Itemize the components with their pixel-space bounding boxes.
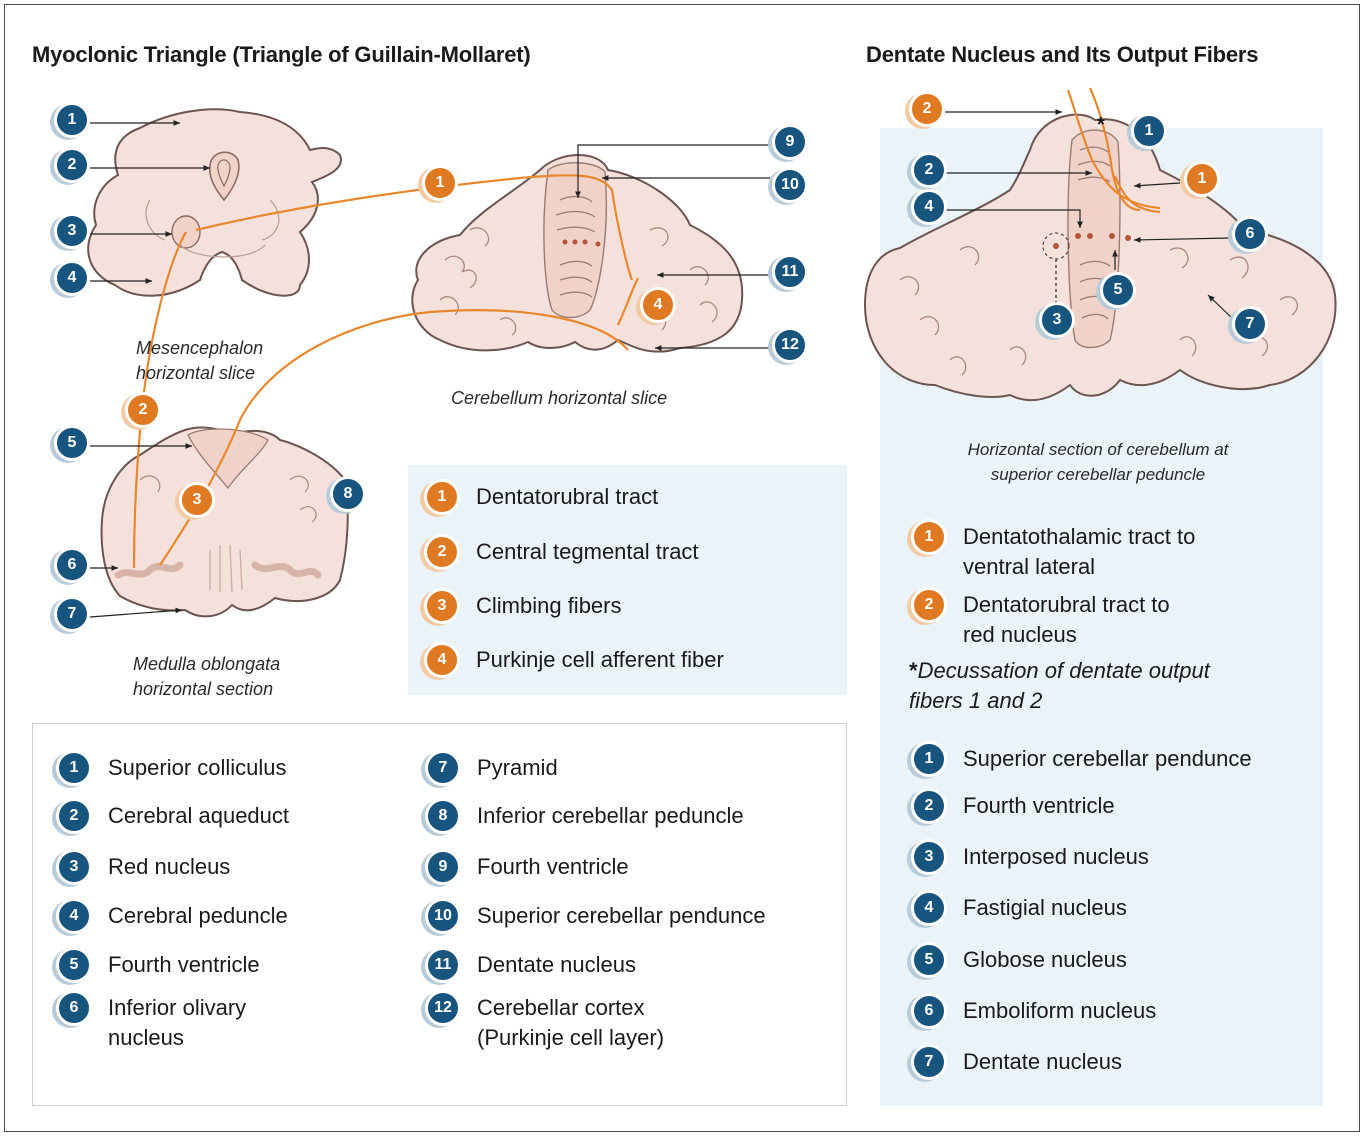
marker-left-blue: 6: [54, 547, 90, 583]
figure-frame: [4, 4, 1360, 1132]
marker-right-orange: 2: [909, 91, 945, 127]
marker-left-blue: 11: [772, 254, 808, 290]
pointer-lines: [89, 109, 1233, 618]
marker-right-blue: 3: [1039, 302, 1075, 338]
marker-right-blue: 5: [1100, 272, 1136, 308]
medulla-section: [100, 426, 349, 618]
marker-left-blue: 4: [54, 260, 90, 296]
marker-left-blue: 7: [54, 596, 90, 632]
marker-right-orange: 1: [1184, 161, 1220, 197]
marker-left-blue: 1: [54, 102, 90, 138]
decussation-asterisk: *: [1097, 114, 1105, 136]
right-title: Dentate Nucleus and Its Output Fibers: [866, 42, 1259, 67]
marker-left-orange: 3: [179, 482, 215, 518]
mesencephalon-slice: [87, 108, 342, 297]
marker-left-blue: 12: [772, 327, 808, 363]
tract-lines: [132, 87, 1161, 569]
tract-legend-panel: [408, 465, 847, 695]
marker-right-blue: 2: [911, 152, 947, 188]
marker-left-blue: 2: [54, 147, 90, 183]
marker-right-blue: 4: [911, 189, 947, 225]
marker-right-blue: 6: [1232, 216, 1268, 252]
marker-left-orange: 4: [640, 287, 676, 323]
cerebellum-caption: Cerebellum horizontal slice: [451, 388, 668, 408]
marker-left-orange: 1: [422, 165, 458, 201]
marker-left-blue: 10: [772, 167, 808, 203]
marker-left-blue: 5: [54, 425, 90, 461]
left-title: Myoclonic Triangle (Triangle of Guillain…: [32, 42, 531, 67]
marker-left-blue: 9: [772, 124, 808, 160]
marker-right-blue: 1: [1131, 113, 1167, 149]
marker-right-blue: 7: [1232, 306, 1268, 342]
marker-left-blue: 3: [54, 213, 90, 249]
marker-left-orange: 2: [125, 392, 161, 428]
marker-left-blue: 8: [330, 476, 366, 512]
